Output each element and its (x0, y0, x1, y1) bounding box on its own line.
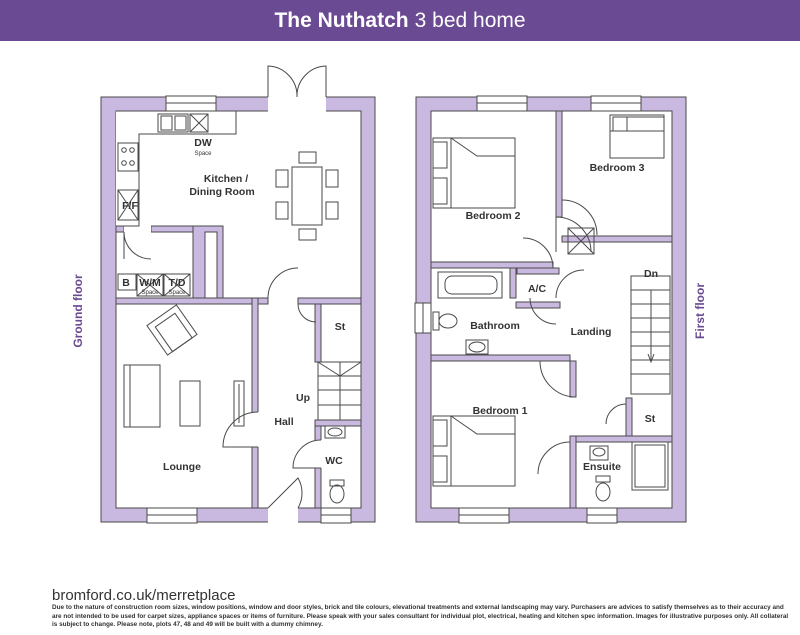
house-name: The Nuthatch (274, 8, 409, 32)
boiler-label: B (122, 277, 130, 289)
ground-floor-label: Ground floor (71, 274, 85, 348)
ensuite-label: Ensuite (583, 461, 621, 473)
first-floor-label: First floor (693, 283, 707, 339)
first-floor-plan (414, 95, 687, 524)
bedroom2-label: Bedroom 2 (466, 210, 521, 222)
ground-store-label: St (335, 321, 346, 333)
wm-space-label: Space (141, 290, 159, 296)
disclaimer-text: Due to the nature of construction room s… (52, 604, 789, 628)
lounge-label: Lounge (163, 461, 201, 473)
page-header: The Nuthatch 3 bed home (0, 0, 800, 41)
stairs-down-label: Dn (644, 268, 658, 280)
bedroom1-label: Bedroom 1 (473, 405, 528, 417)
dw-label: DW (194, 137, 212, 149)
first-store-label: St (645, 413, 656, 425)
house-subtitle: 3 bed home (414, 8, 526, 32)
td-label: T/D (169, 277, 186, 289)
bedroom3-label: Bedroom 3 (590, 162, 645, 174)
kitchen-label-1: Kitchen / (204, 173, 248, 185)
kitchen-label-2: Dining Room (189, 186, 254, 198)
hall-label: Hall (274, 416, 293, 428)
bathroom-label: Bathroom (470, 320, 520, 332)
floor-plans: Kitchen / Dining Room Lounge Hall WC St … (71, 65, 707, 524)
wm-label: W/M (139, 277, 161, 289)
landing-label: Landing (571, 326, 612, 338)
wc-label: WC (325, 455, 343, 467)
td-space-label: Space (168, 290, 186, 296)
ac-label: A/C (528, 283, 547, 295)
ff-label: F/F (122, 200, 138, 212)
stairs-up-label: Up (296, 392, 310, 404)
website-url[interactable]: bromford.co.uk/merretplace (52, 587, 236, 604)
first-outer-wall (415, 96, 687, 523)
ground-floor-plan (100, 65, 376, 524)
dw-space-label: Space (194, 151, 212, 157)
